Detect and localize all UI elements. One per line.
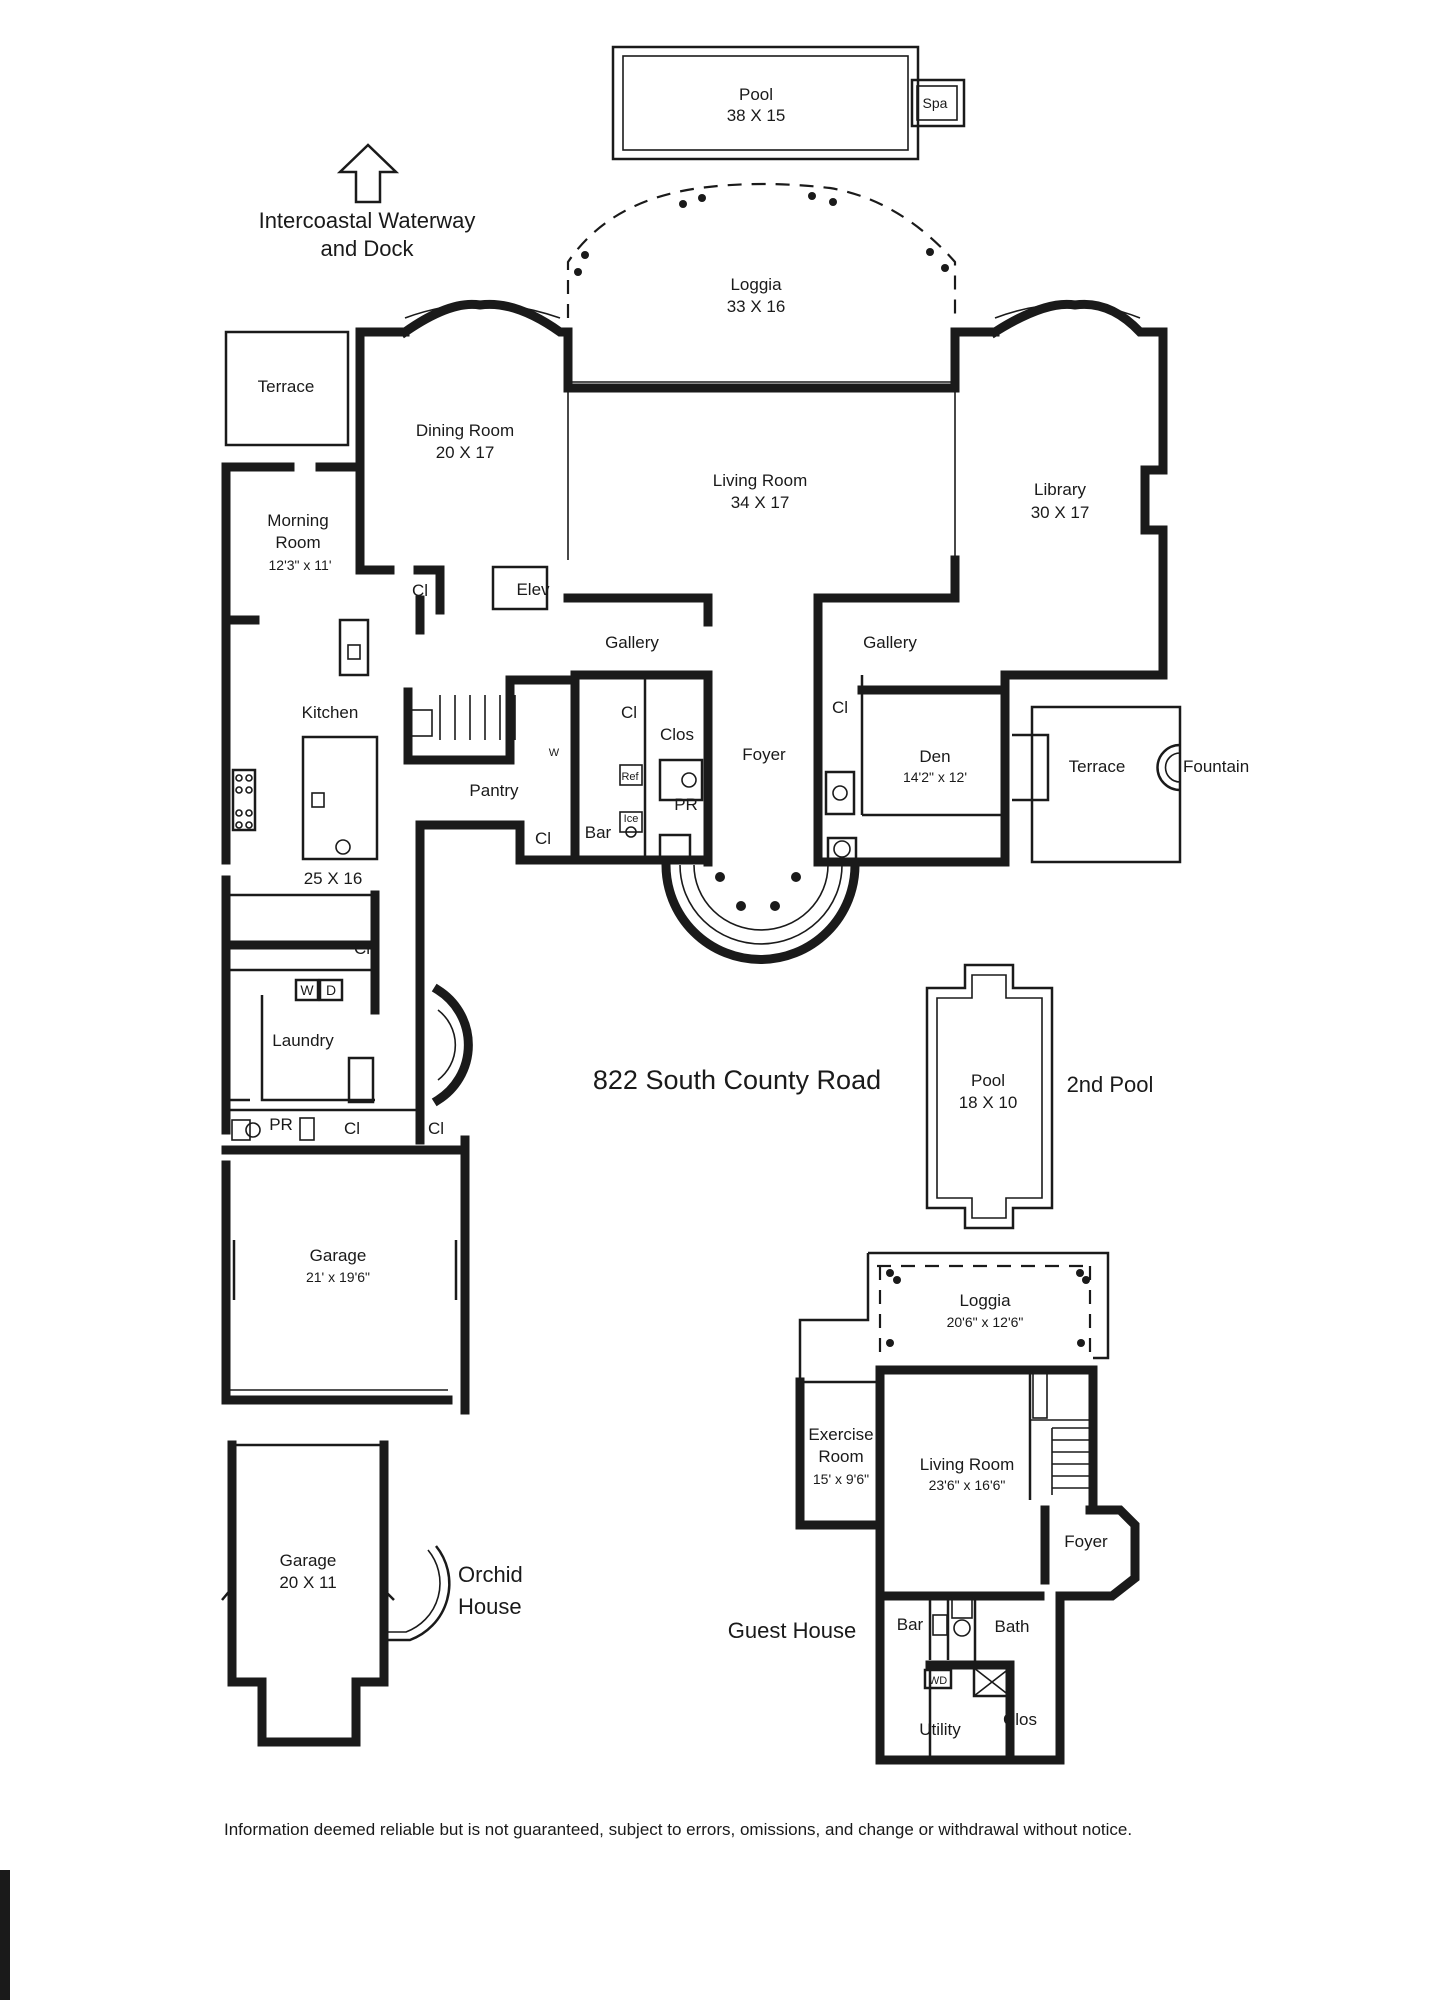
- kitchen-size: 25 X 16: [304, 869, 363, 888]
- waterway-label-line1: Intercoastal Waterway: [259, 208, 476, 233]
- clos-label: Clos: [660, 725, 694, 744]
- guest-wd-label: WD: [929, 1675, 947, 1687]
- loggia-size: 33 X 16: [727, 297, 786, 316]
- morning-room-size: 12'3" x 11': [269, 557, 332, 573]
- guest-clos-label: Clos: [1003, 1710, 1037, 1729]
- terrace-west-label: Terrace: [258, 377, 315, 396]
- garage-label: Garage: [310, 1246, 367, 1265]
- dining-room-size: 20 X 17: [436, 443, 495, 462]
- elev-label: Elev: [516, 580, 550, 599]
- guest-house: Loggia 20'6" x 12'6" Exercise Room 15' x…: [795, 1251, 1140, 1765]
- library-size: 30 X 17: [1031, 503, 1090, 522]
- guest-living-room-label: Living Room: [920, 1455, 1015, 1474]
- closet-label-hall: Cl: [428, 1119, 444, 1138]
- spa: [910, 78, 966, 128]
- gallery-left-label: Gallery: [605, 633, 659, 652]
- closet-label-den: Cl: [832, 698, 848, 717]
- exercise-room-label-line1: Exercise: [808, 1425, 873, 1444]
- disclaimer-text: Information deemed reliable but is not g…: [224, 1820, 1132, 1839]
- garage-size: 21' x 19'6": [306, 1269, 370, 1285]
- pool-label: Pool: [739, 85, 773, 104]
- exercise-room-label-line2: Room: [818, 1447, 863, 1466]
- living-room-size: 34 X 17: [731, 493, 790, 512]
- laundry-label: Laundry: [272, 1031, 334, 1050]
- second-pool-size: 18 X 10: [959, 1093, 1018, 1112]
- closet-label-service: Cl: [344, 1119, 360, 1138]
- second-pool-caption: 2nd Pool: [1067, 1072, 1154, 1097]
- closet-label-pantry: Cl: [535, 829, 551, 848]
- dining-room-label: Dining Room: [416, 421, 514, 440]
- main-house-walls: [221, 299, 1168, 1415]
- library-label: Library: [1034, 480, 1086, 499]
- guest-house-label: Guest House: [728, 1618, 856, 1643]
- ice-label: Ice: [624, 813, 639, 825]
- up-arrow-icon: [336, 143, 400, 204]
- pantry-label: Pantry: [469, 781, 519, 800]
- terrace-west: [224, 330, 350, 447]
- bar-label: Bar: [585, 823, 612, 842]
- den-size: 14'2" x 12': [903, 769, 967, 785]
- loggia: Loggia 33 X 16: [566, 182, 957, 318]
- exercise-room-size: 15' x 9'6": [813, 1471, 869, 1487]
- main-pool: Pool 38 X 15 Spa: [611, 45, 966, 161]
- kitchen-label: Kitchen: [302, 703, 359, 722]
- closet-label-stair: Cl: [354, 939, 370, 958]
- gallery-right-label: Gallery: [863, 633, 917, 652]
- address-label: 822 South County Road: [593, 1065, 881, 1095]
- second-pool-label: Pool: [971, 1071, 1005, 1090]
- guest-utility-label: Utility: [919, 1720, 961, 1739]
- guest-foyer-label: Foyer: [1064, 1532, 1108, 1551]
- fountain-label: Fountain: [1183, 757, 1249, 776]
- terrace-east: [1012, 705, 1182, 864]
- closet-label-bar: Cl: [621, 703, 637, 722]
- loggia-label: Loggia: [730, 275, 782, 294]
- w-label: W: [549, 747, 560, 759]
- morning-room-label-line2: Room: [275, 533, 320, 552]
- spa-label: Spa: [923, 95, 948, 111]
- orchid-house: Orchid House: [384, 1545, 523, 1642]
- service-pr-label: PR: [269, 1115, 293, 1134]
- morning-room-label-line1: Morning: [267, 511, 328, 530]
- guest-bar-label: Bar: [897, 1615, 924, 1634]
- closet-label: Cl: [412, 581, 428, 600]
- den-label: Den: [919, 747, 950, 766]
- orchid-house-label-line1: Orchid: [458, 1562, 523, 1587]
- waterway-label-line2: and Dock: [321, 236, 415, 261]
- living-room-label: Living Room: [713, 471, 808, 490]
- terrace-east-label: Terrace: [1069, 757, 1126, 776]
- guest-bath-label: Bath: [995, 1617, 1030, 1636]
- guest-loggia-label: Loggia: [959, 1291, 1011, 1310]
- scan-edge-mark: [0, 1870, 10, 2000]
- foyer-label: Foyer: [742, 745, 786, 764]
- detached-garage-label: Garage: [280, 1551, 337, 1570]
- guest-loggia-size: 20'6" x 12'6": [947, 1314, 1024, 1330]
- kitchen-island: [301, 735, 379, 861]
- ref-label: Ref: [621, 771, 639, 783]
- guest-living-room-size: 23'6" x 16'6": [929, 1477, 1006, 1493]
- detached-garage-size: 20 X 11: [279, 1573, 336, 1592]
- orchid-house-label-line2: House: [458, 1594, 522, 1619]
- pool-size: 38 X 15: [727, 106, 786, 125]
- second-pool: Pool 18 X 10 2nd Pool: [925, 963, 1154, 1230]
- washer-label: W: [300, 982, 314, 998]
- dryer-label: D: [326, 982, 336, 998]
- pr-label: PR: [674, 795, 698, 814]
- detached-garage: Garage 20 X 11: [221, 1440, 395, 1747]
